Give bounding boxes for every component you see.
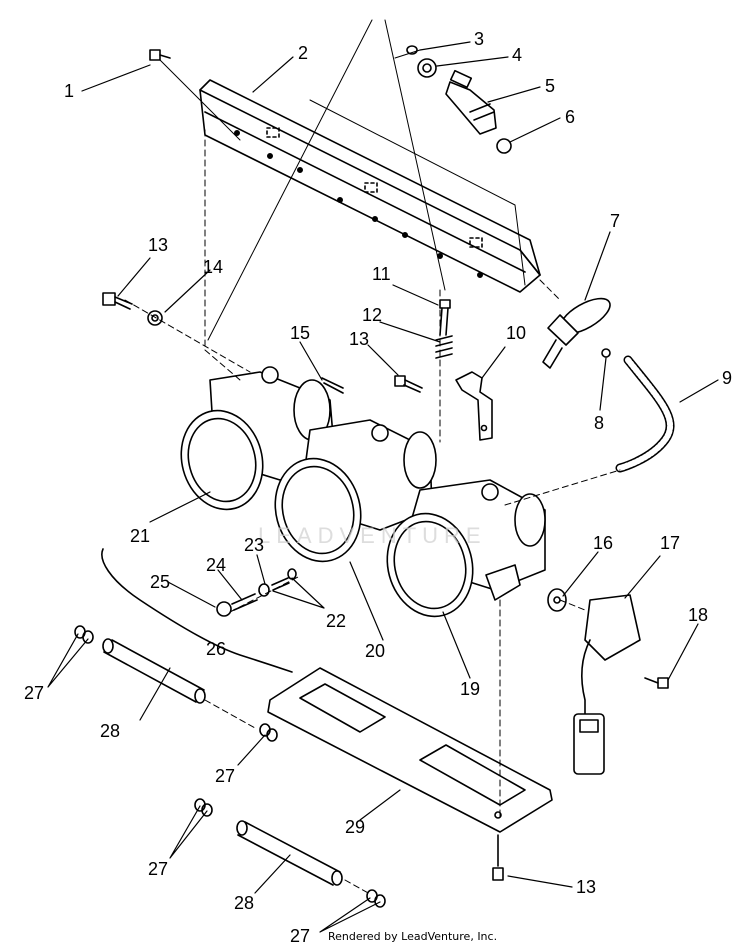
callout-label: 16 bbox=[593, 533, 614, 553]
plate-29 bbox=[267, 667, 553, 833]
callout-label: 24 bbox=[206, 555, 227, 575]
screw-13-bottom bbox=[492, 834, 504, 881]
callout-label: 20 bbox=[365, 641, 386, 661]
callout-label: 28 bbox=[234, 893, 255, 913]
callout-label: 9 bbox=[722, 368, 733, 388]
callout-label: 11 bbox=[372, 264, 391, 284]
callout-label: 4 bbox=[512, 45, 523, 65]
callout-label: 21 bbox=[130, 526, 151, 546]
screw-13-left bbox=[102, 292, 133, 310]
tube-28-lower bbox=[194, 798, 386, 908]
callout-label: 19 bbox=[460, 679, 481, 699]
clip-14 bbox=[147, 310, 163, 326]
pressure-regulator bbox=[542, 297, 611, 369]
tube-28-upper bbox=[74, 625, 278, 742]
washer-16 bbox=[547, 588, 567, 612]
render-credit: Rendered by LeadVenture, Inc. bbox=[328, 930, 498, 943]
fuel-rail bbox=[199, 79, 541, 293]
bolt-1 bbox=[149, 49, 171, 61]
callout-label: 14 bbox=[203, 257, 224, 277]
callout-label: 27 bbox=[24, 683, 45, 703]
phantom-lines bbox=[124, 19, 621, 895]
vacuum-hose bbox=[615, 355, 675, 473]
callout-label: 27 bbox=[148, 859, 169, 879]
callout-label: 7 bbox=[610, 211, 621, 231]
pin-15 bbox=[321, 377, 344, 394]
callout-label: 10 bbox=[506, 323, 527, 343]
throttle-body-21 bbox=[180, 366, 336, 511]
callout-label: 12 bbox=[362, 305, 383, 325]
callout-label: 13 bbox=[148, 235, 169, 255]
callout-label: 3 bbox=[474, 29, 485, 49]
throttle-body-20 bbox=[274, 419, 437, 563]
callout-label: 23 bbox=[244, 535, 265, 555]
callout-label: 2 bbox=[298, 43, 309, 63]
adjust-screw-set bbox=[216, 568, 297, 617]
leader-lines bbox=[47, 41, 719, 933]
callout-label: 22 bbox=[326, 611, 347, 631]
callout-label: 1 bbox=[64, 81, 75, 101]
callout-label: 13 bbox=[349, 329, 370, 349]
fuel-injector bbox=[406, 45, 512, 154]
callout-label: 5 bbox=[545, 76, 556, 96]
callout-label: 26 bbox=[206, 639, 227, 659]
callout-label-27-footer: 27 bbox=[290, 926, 311, 946]
callout-label: 13 bbox=[576, 877, 597, 897]
sensor-17 bbox=[573, 594, 641, 775]
callout-label: 15 bbox=[290, 323, 311, 343]
throttle-body-19 bbox=[386, 479, 546, 618]
screw-18 bbox=[644, 677, 669, 689]
callout-label: 17 bbox=[660, 533, 681, 553]
group-bracket-26 bbox=[101, 548, 293, 673]
callout-label: 27 bbox=[215, 766, 236, 786]
callout-label: 28 bbox=[100, 721, 121, 741]
screw-11 bbox=[435, 299, 453, 359]
watermark: LEADVENTURE bbox=[258, 523, 487, 548]
screw-13-mid bbox=[394, 375, 423, 393]
callout-label: 8 bbox=[594, 413, 605, 433]
callout-label: 18 bbox=[688, 605, 709, 625]
bracket-10 bbox=[455, 371, 493, 441]
callout-label: 6 bbox=[565, 107, 576, 127]
callout-label: 25 bbox=[150, 572, 171, 592]
callout-label: 29 bbox=[345, 817, 366, 837]
